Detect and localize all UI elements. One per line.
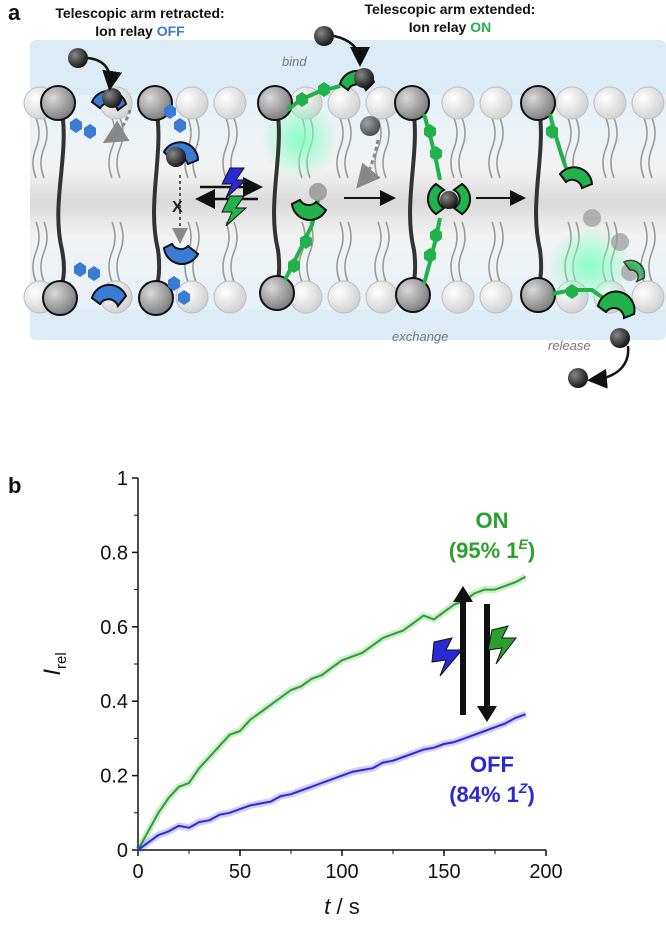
off-label-detail: (84% 1Z) xyxy=(449,780,535,807)
x-tick-label: 100 xyxy=(325,861,358,883)
y-tick-label: 0 xyxy=(117,840,128,862)
ion xyxy=(354,68,374,88)
blocked-mark: X xyxy=(172,199,183,216)
channel-on-3 xyxy=(520,85,646,389)
on-label-title: ON xyxy=(476,508,509,533)
visible-light-bolt-icon xyxy=(487,625,518,665)
ion xyxy=(568,368,588,388)
right-header-line2: Ion relay ON xyxy=(350,18,550,36)
y-tick-label: 1 xyxy=(117,470,128,490)
panel-b-letter: b xyxy=(8,473,22,498)
on-state-text: ON xyxy=(470,19,492,35)
left-header-prefix: Ion relay xyxy=(95,23,157,39)
channel-on-2 xyxy=(394,85,471,313)
visible-light-bolt-icon xyxy=(221,195,248,227)
off-state-text: OFF xyxy=(156,23,185,39)
bind-label: bind xyxy=(282,54,307,69)
switch-down-arrowhead xyxy=(477,706,497,722)
ion xyxy=(68,48,88,68)
channel-off-1 xyxy=(40,85,128,316)
release-label: release xyxy=(548,338,591,353)
x-tick-label: 200 xyxy=(529,861,562,883)
x-tick-label: 150 xyxy=(427,861,460,883)
off-label-title: OFF xyxy=(470,752,514,777)
panel-a-letter: a xyxy=(8,0,21,25)
x-tick-label: 0 xyxy=(132,861,143,883)
series-1-line xyxy=(137,713,526,851)
x-axis-label: t / s xyxy=(324,894,359,919)
channel-off-2: X xyxy=(137,85,200,316)
y-axis-label: Irel xyxy=(39,652,70,675)
ion xyxy=(309,183,327,201)
ion xyxy=(610,328,630,348)
uv-light-bolt-icon xyxy=(431,637,464,677)
ion xyxy=(611,233,629,251)
right-header-prefix: Ion relay xyxy=(408,19,471,35)
left-header: Telescopic arm retracted: Ion relay OFF xyxy=(30,4,250,40)
membrane-diagram: X xyxy=(23,26,666,389)
series-0-line xyxy=(137,575,527,851)
left-header-line2: Ion relay OFF xyxy=(30,22,250,40)
y-tick-label: 0.6 xyxy=(100,617,128,639)
ion xyxy=(166,147,186,167)
photoswitch-arrows xyxy=(195,167,263,227)
y-tick-label: 0.4 xyxy=(100,691,128,713)
relay-chart: 0 50 100 150 200 0 0.2 0.4 0.6 0.8 1 t / s Irel ON (95… xyxy=(39,470,563,919)
ion xyxy=(583,209,601,227)
exchange-label: exchange xyxy=(392,329,448,344)
right-header-line1: Telescopic arm extended: xyxy=(364,1,536,17)
ion xyxy=(360,116,380,136)
y-tick-label: 0.2 xyxy=(100,766,128,788)
ion xyxy=(440,191,458,209)
ion xyxy=(314,26,334,46)
right-header: Telescopic arm extended: Ion relay ON xyxy=(350,0,550,36)
ion xyxy=(102,88,122,108)
channel-on-1 xyxy=(257,68,381,311)
series-0-error-band xyxy=(134,573,528,852)
left-header-line1: Telescopic arm retracted: xyxy=(55,5,225,21)
switch-up-arrowhead xyxy=(453,586,473,602)
on-label-detail: (95% 1E) xyxy=(449,536,535,563)
y-tick-label: 0.8 xyxy=(100,542,128,564)
x-tick-label: 50 xyxy=(229,861,251,883)
uv-light-bolt-icon xyxy=(221,167,248,199)
